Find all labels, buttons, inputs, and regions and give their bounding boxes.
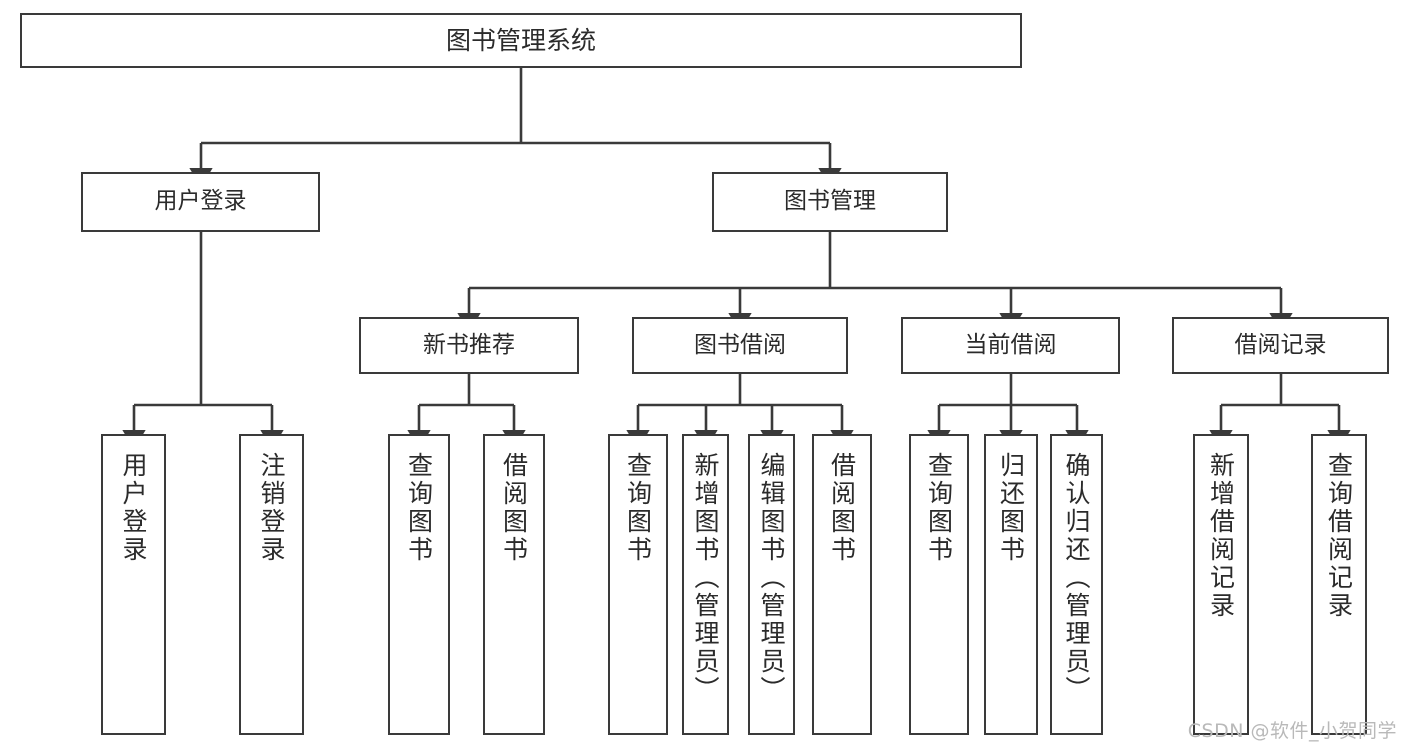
- node-l3a[interactable]: 新书推荐: [359, 317, 579, 374]
- node-label: 确认归还（管理员）: [1062, 452, 1091, 704]
- node-label: 查询借阅记录: [1324, 452, 1354, 620]
- node-label: 查询图书: [404, 452, 434, 564]
- node-leaf7[interactable]: 编辑图书（管理员）: [748, 434, 795, 735]
- node-leaf5[interactable]: 查询图书: [608, 434, 668, 735]
- node-l3c[interactable]: 当前借阅: [901, 317, 1120, 374]
- node-label: 注销登录: [257, 452, 286, 564]
- node-leaf3[interactable]: 查询图书: [388, 434, 450, 735]
- node-label: 借阅记录: [1234, 331, 1327, 358]
- node-label: 归还图书: [996, 452, 1026, 564]
- node-label: 编辑图书（管理员）: [757, 452, 786, 704]
- node-leaf12[interactable]: 新增借阅记录: [1193, 434, 1249, 735]
- node-label: 图书管理: [784, 188, 876, 215]
- node-label: 借阅图书: [827, 452, 857, 564]
- node-leaf1[interactable]: 用户登录: [101, 434, 166, 735]
- node-l3d[interactable]: 借阅记录: [1172, 317, 1389, 374]
- node-leaf4[interactable]: 借阅图书: [483, 434, 545, 735]
- node-label: 新书推荐: [423, 331, 515, 358]
- node-l2a[interactable]: 用户登录: [81, 172, 320, 232]
- csdn-watermark: CSDN @软件_小贺同学: [1187, 720, 1397, 742]
- node-leaf13[interactable]: 查询借阅记录: [1311, 434, 1367, 735]
- node-label: 图书借阅: [694, 331, 786, 358]
- node-label: 用户登录: [154, 188, 247, 215]
- node-label: 借阅图书: [499, 452, 529, 564]
- node-leaf2[interactable]: 注销登录: [239, 434, 304, 735]
- node-label: 当前借阅: [964, 331, 1057, 358]
- node-root[interactable]: 图书管理系统: [20, 13, 1022, 68]
- node-leaf10[interactable]: 归还图书: [984, 434, 1038, 735]
- node-label: 图书管理系统: [445, 25, 596, 55]
- node-leaf11[interactable]: 确认归还（管理员）: [1050, 434, 1103, 735]
- node-leaf9[interactable]: 查询图书: [909, 434, 969, 735]
- node-label: 用户登录: [119, 452, 148, 564]
- node-label: 查询图书: [623, 452, 653, 564]
- node-leaf8[interactable]: 借阅图书: [812, 434, 872, 735]
- node-l2b[interactable]: 图书管理: [712, 172, 948, 232]
- node-label: 查询图书: [924, 452, 954, 564]
- node-label: 新增借阅记录: [1206, 452, 1236, 620]
- node-leaf6[interactable]: 新增图书（管理员）: [682, 434, 729, 735]
- node-l3b[interactable]: 图书借阅: [632, 317, 848, 374]
- node-label: 新增图书（管理员）: [691, 452, 720, 704]
